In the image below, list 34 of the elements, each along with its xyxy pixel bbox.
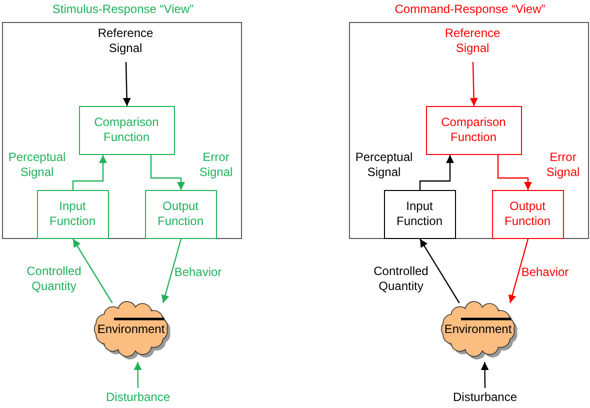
arrow	[497, 155, 532, 190]
edge-label: Controlled Quantity	[372, 264, 430, 294]
function-box: Comparison Function	[78, 106, 174, 154]
edge-label: Controlled Quantity	[26, 264, 82, 294]
arrow	[72, 238, 113, 304]
arrow	[122, 62, 131, 106]
signal-label: Disturbance	[93, 390, 183, 407]
arrow	[72, 155, 107, 190]
arrow	[508, 238, 529, 304]
view-heading: Command-Response “View”	[394, 2, 546, 17]
arrow	[419, 155, 454, 190]
signal-label: Disturbance	[440, 390, 530, 407]
function-box: Input Function	[36, 190, 108, 238]
function-box: Output Function	[492, 190, 564, 238]
view-heading: Stimulus-Response “View”	[51, 2, 195, 17]
arrow	[470, 62, 478, 106]
edge-label: Error Signal	[198, 150, 234, 180]
function-box: Comparison Function	[426, 106, 522, 154]
edge-label: Perceptual Signal	[354, 150, 414, 180]
signal-label: Reference Signal	[428, 26, 518, 58]
edge-label: Behavior	[173, 265, 223, 280]
function-box: Output Function	[144, 190, 216, 238]
arrow	[150, 155, 185, 190]
environment-label: Environment	[443, 322, 513, 337]
edge-label: Perceptual Signal	[7, 150, 67, 180]
edge-label: Behavior	[520, 265, 570, 280]
environment-label: Environment	[96, 322, 166, 337]
arrow	[134, 362, 142, 388]
arrow	[480, 362, 489, 388]
signal-label: Reference Signal	[80, 26, 170, 58]
arrow	[419, 238, 460, 304]
edge-label: Error Signal	[545, 150, 581, 180]
arrow	[161, 238, 182, 304]
function-box: Input Function	[384, 190, 456, 238]
